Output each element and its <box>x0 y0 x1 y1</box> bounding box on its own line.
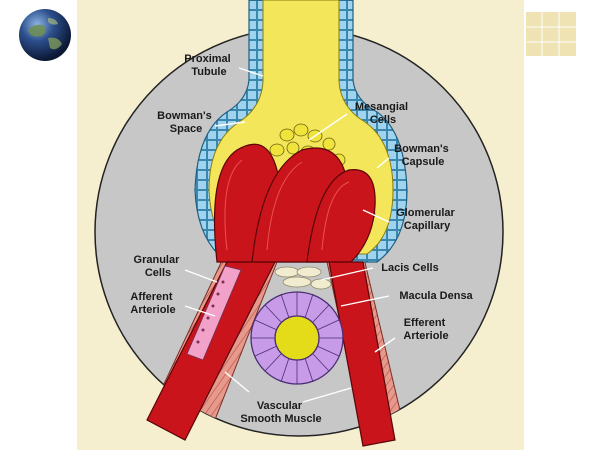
label-afferent-arteriole: Afferent Arteriole <box>130 291 175 316</box>
label-mesangial-cells: Mesangial Cells <box>355 101 411 126</box>
granular-cells <box>186 265 242 361</box>
juxtaglomerular-diagram: Proximal Tubule Bowman's Space Mesangial… <box>94 0 504 447</box>
macula-densa-lumen <box>274 315 320 361</box>
label-granular-cells: Granular Cells <box>134 254 183 279</box>
label-efferent-arteriole: Efferent Arteriole <box>403 317 448 342</box>
globe-icon <box>19 9 71 61</box>
lacis-cells <box>274 266 332 290</box>
label-proximal-tubule: Proximal Tubule <box>184 53 234 78</box>
efferent-arteriole <box>328 261 396 447</box>
grid-decoration <box>526 12 576 56</box>
label-glomerular-capillary: Glomerular Capillary <box>396 207 458 232</box>
label-bowmans-capsule: Bowman's Capsule <box>394 143 452 168</box>
label-lacis-cells: Lacis Cells <box>381 262 438 274</box>
label-bowmans-space: Bowman's Space <box>157 110 215 135</box>
afferent-arteriole <box>146 261 276 441</box>
leader-lines <box>184 67 396 403</box>
label-macula-densa: Macula Densa <box>399 290 473 302</box>
label-vascular-smooth-muscle: Vascular Smooth Muscle <box>240 400 321 425</box>
